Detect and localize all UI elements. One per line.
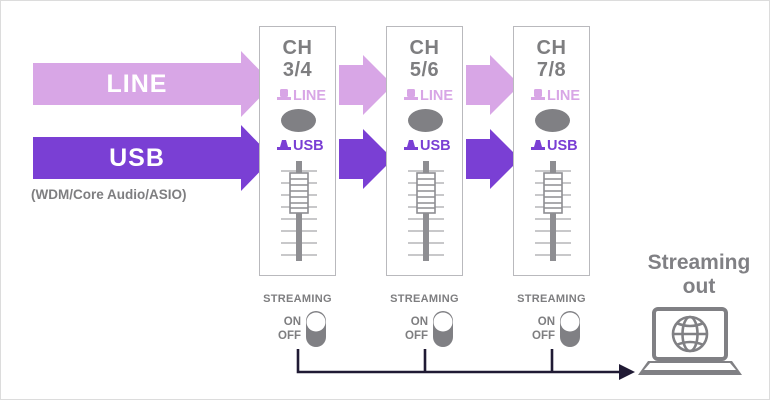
usb-indicator-icon-ch34	[277, 140, 291, 150]
streaming-label-ch78: STREAMING	[517, 293, 586, 305]
toggle-on-label-ch78: ON	[537, 316, 555, 328]
toggle-onoff-labels-ch78: ON OFF	[511, 315, 555, 344]
line-selector-label-ch34: LINE	[293, 88, 327, 104]
channel-number: 3/4	[282, 59, 313, 82]
laptop-globe-icon	[638, 307, 742, 375]
channel-word: CH	[409, 37, 440, 59]
streaming-toggle-ch56[interactable]	[431, 311, 455, 347]
toggle-onoff-labels-ch34: ON OFF	[257, 315, 301, 344]
line-selector-label-ch78: LINE	[547, 88, 581, 104]
streaming-out-title: Streaming out	[609, 251, 769, 299]
channel-fader-ch78[interactable]	[528, 161, 578, 266]
source-selector-knob-ch78[interactable]	[535, 109, 570, 132]
channel-word: CH	[282, 37, 313, 59]
channel-title-ch78: CH 7/8	[514, 37, 589, 82]
streaming-label-ch34: STREAMING	[263, 293, 332, 305]
channel-title-ch56: CH 5/6	[387, 37, 462, 82]
streaming-toggle-ch34[interactable]	[304, 311, 328, 347]
line-source-label: LINE	[106, 70, 168, 98]
toggle-on-label-ch34: ON	[283, 316, 301, 328]
inter-panel-line-arrow-1	[339, 55, 393, 115]
usb-selector-label-ch34: USB	[293, 138, 324, 154]
globe-icon	[671, 315, 709, 353]
line-indicator-icon-ch78	[531, 89, 545, 100]
line-indicator-icon-ch56	[404, 89, 418, 100]
streaming-label-ch56: STREAMING	[390, 293, 459, 305]
line-selector-label-ch56: LINE	[420, 88, 454, 104]
toggle-on-label-ch56: ON	[410, 316, 428, 328]
line-indicator-icon-ch34	[277, 89, 291, 100]
usb-indicator-icon-ch78	[531, 140, 545, 150]
usb-selector-label-ch56: USB	[420, 138, 451, 154]
toggle-off-label-ch78: OFF	[532, 330, 555, 343]
toggle-onoff-labels-ch56: ON OFF	[384, 315, 428, 344]
usb-driver-note: (WDM/Core Audio/ASIO)	[31, 187, 187, 202]
inter-panel-line-arrow-2	[466, 55, 520, 115]
line-source-arrow	[33, 51, 273, 117]
inter-panel-usb-arrow-1	[339, 129, 393, 189]
channel-panel-ch78[interactable]: CH 7/8 LINE USB	[513, 26, 590, 276]
channel-title-ch34: CH 3/4	[260, 37, 335, 82]
channel-fader-ch34[interactable]	[274, 161, 324, 266]
source-selector-knob-ch34[interactable]	[281, 109, 316, 132]
streaming-toggle-ch78[interactable]	[558, 311, 582, 347]
channel-word: CH	[536, 37, 567, 59]
toggle-off-label-ch56: OFF	[405, 330, 428, 343]
streaming-out-line1: Streaming	[647, 251, 751, 274]
toggle-off-label-ch34: OFF	[278, 330, 301, 343]
usb-source-label: USB	[109, 144, 165, 172]
usb-indicator-icon-ch56	[404, 140, 418, 150]
usb-source-arrow	[33, 125, 273, 191]
bus-arrowhead	[619, 364, 635, 380]
channel-panel-ch56[interactable]: CH 5/6 LINE USB	[386, 26, 463, 276]
channel-fader-ch56[interactable]	[401, 161, 451, 266]
channel-panel-ch34[interactable]: CH 3/4 LINE USB	[259, 26, 336, 276]
source-selector-knob-ch56[interactable]	[408, 109, 443, 132]
inter-panel-usb-arrow-2	[466, 129, 520, 189]
channel-number: 7/8	[536, 59, 567, 82]
usb-selector-label-ch78: USB	[547, 138, 578, 154]
channel-number: 5/6	[409, 59, 440, 82]
streaming-out-line2: out	[682, 275, 716, 299]
